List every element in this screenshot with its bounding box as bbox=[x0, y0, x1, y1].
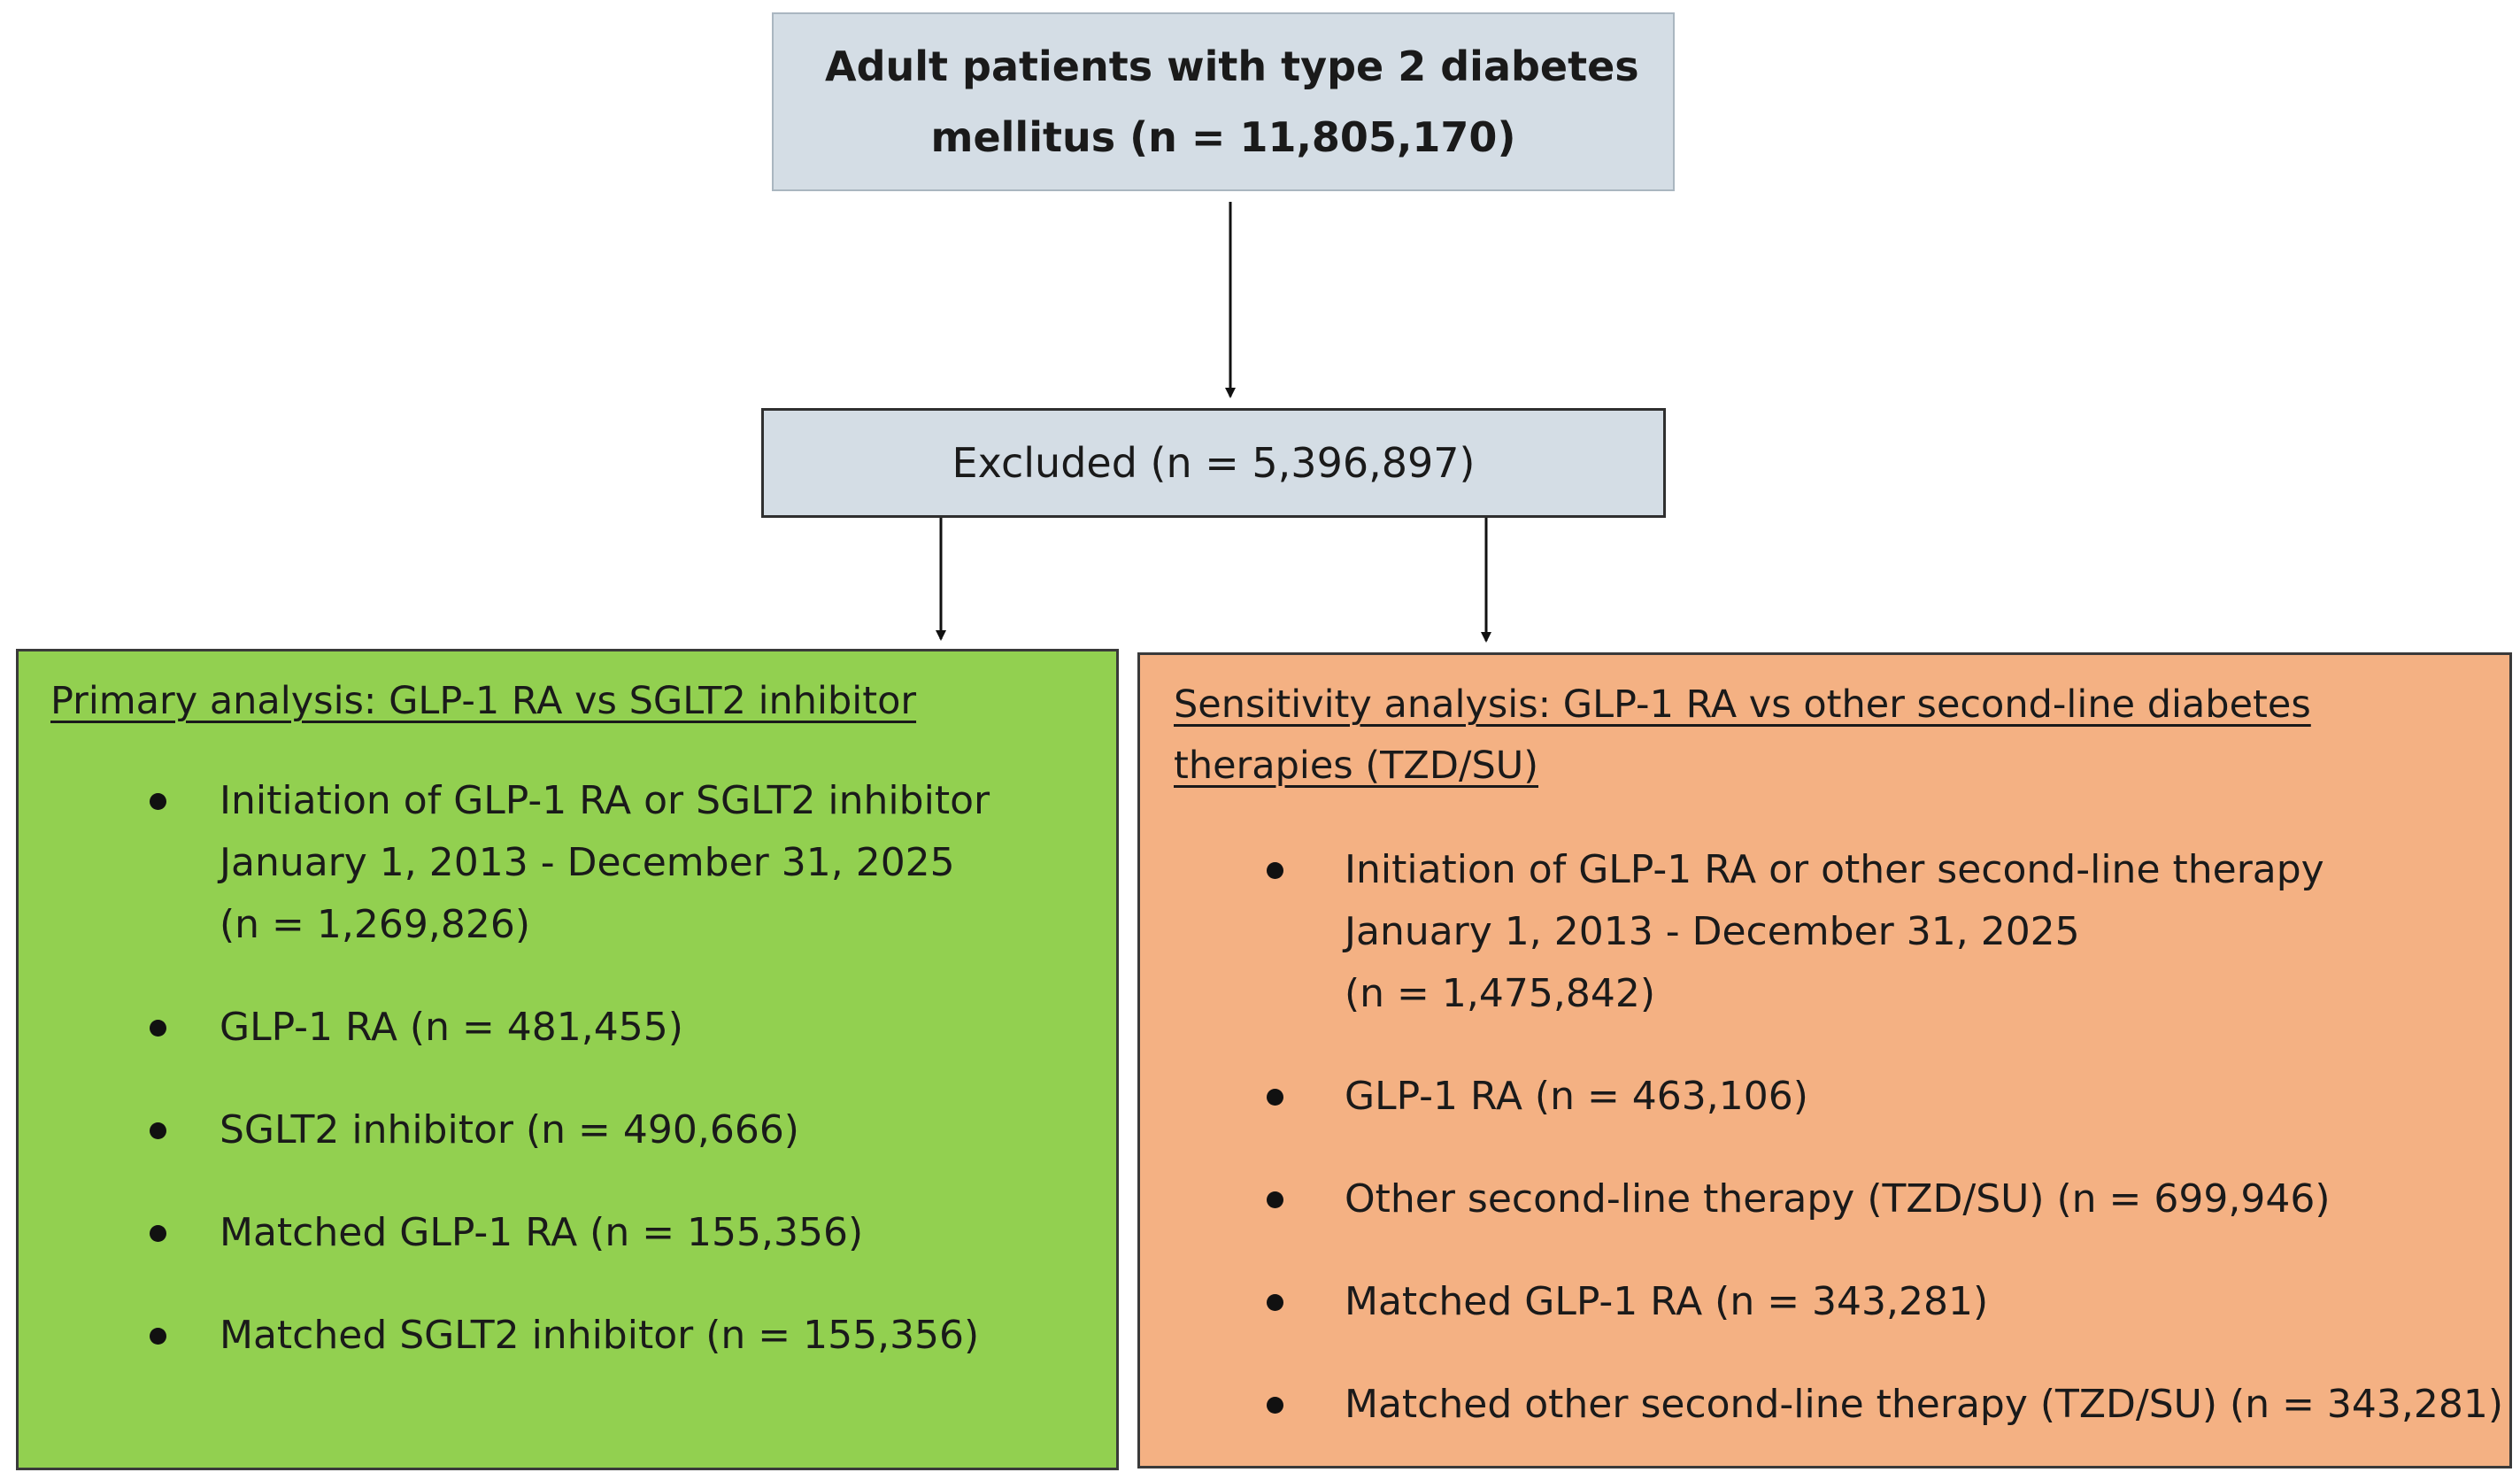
sensitivity-item-text: Other second-line therapy (TZD/SU) (n = … bbox=[1345, 1176, 2331, 1222]
primary-analysis-title: Primary analysis: GLP-1 RA vs SGLT2 inhi… bbox=[50, 679, 917, 723]
top-box-line-1: Adult patients with type 2 diabetes bbox=[825, 42, 1639, 90]
sensitivity-item-text: January 1, 2013 - December 31, 2025 bbox=[1345, 909, 2080, 954]
primary-item-text: SGLT2 inhibitor (n = 490,666) bbox=[220, 1107, 799, 1152]
primary-analysis-panel: Primary analysis: GLP-1 RA vs SGLT2 inhi… bbox=[16, 649, 1119, 1470]
sensitivity-title-line-1: Sensitivity analysis: GLP-1 RA vs other … bbox=[1174, 682, 2311, 727]
primary-item: SGLT2 inhibitor (n = 490,666) bbox=[19, 1099, 1116, 1161]
primary-item-text: (n = 1,269,826) bbox=[220, 902, 530, 947]
primary-item: Matched GLP-1 RA (n = 155,356) bbox=[19, 1202, 1116, 1264]
primary-item-text: GLP-1 RA (n = 481,455) bbox=[220, 1005, 683, 1050]
bullet-icon bbox=[1267, 1191, 1283, 1208]
sensitivity-item: GLP-1 RA (n = 463,106) bbox=[1140, 1066, 2510, 1128]
excluded-label: Excluded (n = 5,396,897) bbox=[952, 439, 1476, 487]
top-box-eligible-patients: Adult patients with type 2 diabetes mell… bbox=[772, 12, 1675, 191]
bullet-icon bbox=[150, 793, 166, 810]
sensitivity-item-text: (n = 1,475,842) bbox=[1345, 971, 1655, 1016]
sensitivity-item-text: Matched GLP-1 RA (n = 343,281) bbox=[1345, 1279, 1989, 1324]
bullet-icon bbox=[150, 1225, 166, 1242]
primary-item: Initiation of GLP-1 RA or SGLT2 inhibito… bbox=[19, 770, 1116, 956]
bullet-icon bbox=[1267, 1397, 1283, 1414]
excluded-box: Excluded (n = 5,396,897) bbox=[761, 408, 1666, 518]
sensitivity-analysis-list: Initiation of GLP-1 RA or other second-l… bbox=[1140, 839, 2510, 1476]
bullet-icon bbox=[150, 1122, 166, 1139]
primary-item-text: Matched GLP-1 RA (n = 155,356) bbox=[220, 1210, 864, 1255]
sensitivity-item: Initiation of GLP-1 RA or other second-l… bbox=[1140, 839, 2510, 1025]
sensitivity-title-line-2: therapies (TZD/SU) bbox=[1174, 744, 1539, 788]
bullet-icon bbox=[150, 1328, 166, 1345]
bullet-icon bbox=[1267, 1089, 1283, 1106]
primary-analysis-list: Initiation of GLP-1 RA or SGLT2 inhibito… bbox=[19, 770, 1116, 1407]
sensitivity-item: Matched other second-line therapy (TZD/S… bbox=[1140, 1374, 2510, 1436]
sensitivity-item-text: GLP-1 RA (n = 463,106) bbox=[1345, 1074, 1808, 1119]
sensitivity-analysis-panel: Sensitivity analysis: GLP-1 RA vs other … bbox=[1137, 652, 2512, 1468]
sensitivity-item: Other second-line therapy (TZD/SU) (n = … bbox=[1140, 1168, 2510, 1230]
bullet-icon bbox=[1267, 862, 1283, 879]
primary-item-text: Matched SGLT2 inhibitor (n = 155,356) bbox=[220, 1313, 980, 1358]
primary-item-text: January 1, 2013 - December 31, 2025 bbox=[220, 840, 955, 885]
sensitivity-item: Matched GLP-1 RA (n = 343,281) bbox=[1140, 1271, 2510, 1333]
sensitivity-analysis-title: Sensitivity analysis: GLP-1 RA vs other … bbox=[1174, 674, 2484, 797]
primary-item: GLP-1 RA (n = 481,455) bbox=[19, 997, 1116, 1059]
primary-item: Matched SGLT2 inhibitor (n = 155,356) bbox=[19, 1305, 1116, 1367]
top-box-line-2: mellitus (n = 11,805,170) bbox=[930, 113, 1516, 161]
primary-item-text: Initiation of GLP-1 RA or SGLT2 inhibito… bbox=[220, 778, 990, 823]
bullet-icon bbox=[150, 1020, 166, 1037]
sensitivity-item-text: Initiation of GLP-1 RA or other second-l… bbox=[1345, 847, 2324, 892]
bullet-icon bbox=[1267, 1294, 1283, 1311]
sensitivity-item-text: Matched other second-line therapy (TZD/S… bbox=[1345, 1382, 2504, 1427]
